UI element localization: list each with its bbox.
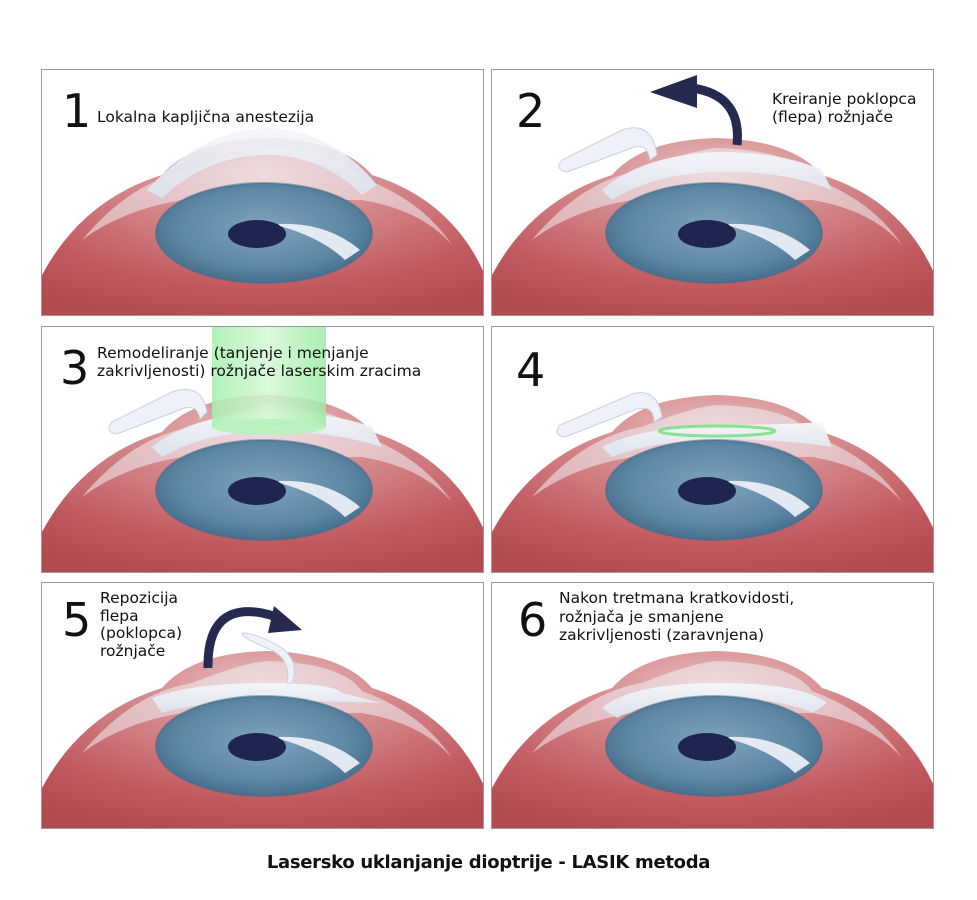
step-number: 2 [516, 84, 545, 138]
step-description: Lokalna kapljična anestezija [97, 108, 315, 126]
cornea [147, 128, 377, 198]
ablated-zone-ring [657, 424, 777, 438]
step-description: Kreiranje poklopca (flepa) rožnjače [772, 90, 917, 126]
flattened-cornea [602, 683, 827, 718]
corneal-flap [556, 392, 663, 438]
step-panel-1: 1 Lokalna kapljična anestezija [41, 69, 484, 316]
eye-illustration [492, 392, 933, 572]
step-panel-5: 5 Repozicija flepa (poklopca) rožnjače [41, 582, 484, 829]
step-panel-3: 3 Remodeliranje (tanjenje i menjanje zak… [41, 326, 484, 573]
arrow-head [650, 75, 697, 108]
laser-beam [212, 327, 326, 427]
eye-illustration [492, 75, 933, 315]
step-panel-4: 4 [491, 326, 934, 573]
counterclockwise-arrow-icon [691, 83, 742, 146]
eye-illustration [492, 651, 933, 828]
step-number: 3 [60, 341, 89, 395]
step-number: 4 [516, 343, 545, 397]
eye-illustration [42, 606, 483, 828]
eye-illustration [42, 327, 483, 572]
corneal-flap [241, 632, 295, 684]
step-description: Repozicija flepa (poklopca) rožnjače [100, 589, 183, 660]
laser-spot [212, 419, 326, 435]
step-panel-6: 6 Nakon tretmana kratkovidosti, rožnjača… [491, 582, 934, 829]
eye-illustration [42, 128, 483, 315]
step-number: 5 [62, 593, 91, 647]
step-description: Nakon tretmana kratkovidosti, rožnjača j… [559, 589, 795, 644]
step-number: 1 [62, 84, 91, 138]
corneal-stroma [602, 152, 832, 200]
corneal-flap [108, 389, 208, 435]
step-number: 6 [518, 593, 547, 647]
step-description: Remodeliranje (tanjenje i menjanje zakri… [97, 344, 422, 380]
corneal-flap [558, 127, 658, 173]
step-panel-2: 2 Kreiranje poklopca (flepa) rožnjače [491, 69, 934, 316]
arrow-head [268, 606, 302, 633]
figure-caption: Lasersko uklanjanje dioptrije - LASIK me… [266, 852, 711, 873]
